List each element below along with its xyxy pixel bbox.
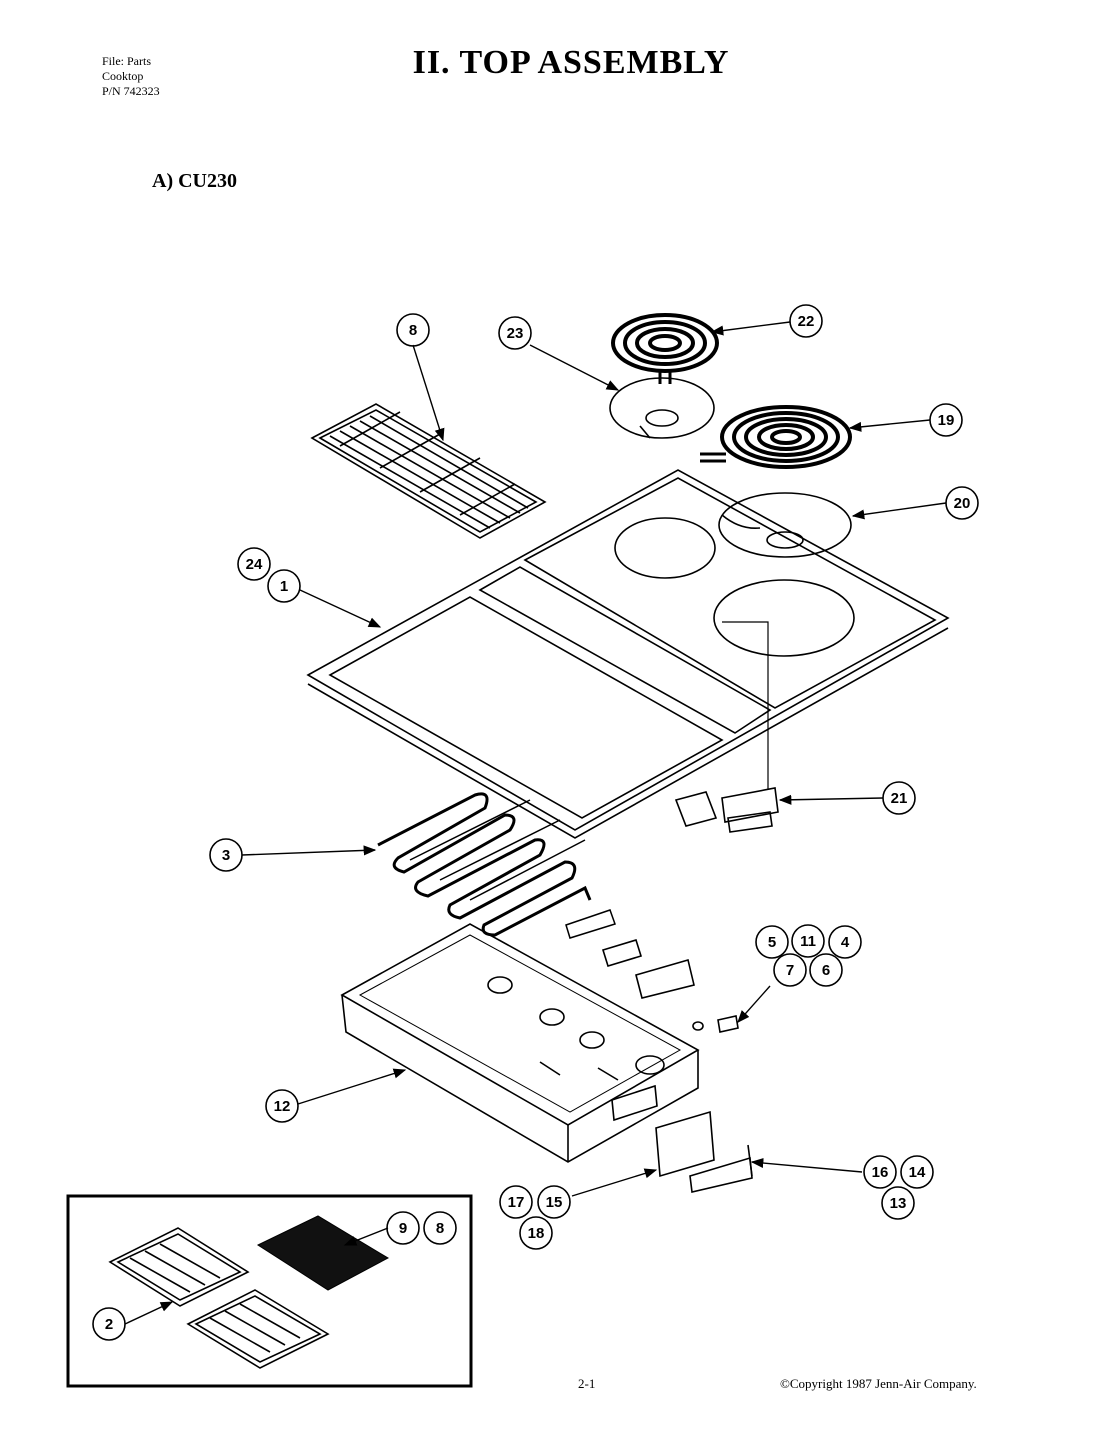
- fuse-block-part: [655, 1110, 753, 1193]
- part-number: P/N 742323: [102, 84, 160, 98]
- callout-19-label: 19: [938, 412, 955, 429]
- callout-18-label: 18: [528, 1225, 545, 1242]
- callout-20: 20: [945, 486, 979, 520]
- callout-3-label: 3: [222, 847, 230, 864]
- callout-2: 2: [92, 1307, 126, 1341]
- callout-11: 11: [791, 924, 825, 958]
- callout-15: 15: [537, 1185, 571, 1219]
- callout-7-label: 7: [786, 962, 794, 979]
- callout-9-label: 9: [399, 1220, 407, 1237]
- callout-17-label: 17: [508, 1194, 525, 1211]
- callout-14: 14: [900, 1155, 934, 1189]
- cooktop-top-frame-part: [306, 469, 950, 839]
- callout-24: 24: [237, 547, 271, 581]
- file-info: File: Parts Cooktop P/N 742323: [102, 54, 160, 99]
- callout-2-label: 2: [105, 1316, 113, 1333]
- callout-20-label: 20: [954, 495, 971, 512]
- terminal-block-part: [674, 787, 779, 833]
- grill-grate-part: [310, 403, 547, 539]
- callout-18: 18: [519, 1216, 553, 1250]
- callout-21-label: 21: [891, 790, 908, 807]
- callout-19: 19: [929, 403, 963, 437]
- callout-8-inset: 8: [423, 1211, 457, 1245]
- copyright-notice: ©Copyright 1987 Jenn-Air Company.: [780, 1376, 977, 1391]
- callout-7: 7: [773, 953, 807, 987]
- callout-12: 12: [265, 1089, 299, 1123]
- callout-12-label: 12: [274, 1098, 291, 1115]
- callout-1-label: 1: [280, 578, 288, 595]
- callout-23-label: 23: [507, 325, 524, 342]
- grill-box-part: [340, 923, 700, 1163]
- page-number: 2-1: [578, 1376, 596, 1391]
- grill-heating-element-part: [377, 792, 616, 939]
- callout-14-label: 14: [909, 1164, 926, 1181]
- small-burner-coil-part: [611, 313, 719, 384]
- large-drip-bowl-part: [718, 492, 852, 558]
- callout-15-label: 15: [546, 1194, 563, 1211]
- callout-4-label: 4: [841, 934, 850, 951]
- callout-1: 1: [267, 569, 301, 603]
- callout-5-label: 5: [768, 934, 776, 951]
- page-title: II. TOP ASSEMBLY: [412, 44, 730, 81]
- callout-23: 23: [498, 316, 532, 350]
- callout-5: 5: [755, 925, 789, 959]
- product-label: Cooktop: [102, 69, 144, 83]
- inset-grill-grates: [66, 1194, 473, 1388]
- callout-4: 4: [828, 925, 862, 959]
- callout-17: 17: [499, 1185, 533, 1219]
- callout-13-label: 13: [890, 1195, 907, 1212]
- callout-16: 16: [863, 1155, 897, 1189]
- callout-8-top-label: 8: [409, 322, 417, 339]
- callout-21: 21: [882, 781, 916, 815]
- callout-3: 3: [209, 838, 243, 872]
- callout-6-label: 6: [822, 962, 830, 979]
- callout-24-label: 24: [246, 556, 263, 573]
- section-title: A) CU230: [152, 170, 237, 192]
- callout-11-label: 11: [800, 933, 816, 950]
- callout-13: 13: [881, 1186, 915, 1220]
- leader-lines: [124, 321, 947, 1325]
- large-burner-coil-part: [700, 405, 852, 469]
- small-drip-bowl-part: [609, 377, 715, 439]
- receptacle-part: [601, 939, 739, 1033]
- callout-22-label: 22: [798, 313, 815, 330]
- callout-22: 22: [789, 304, 823, 338]
- callout-8-inset-label: 8: [436, 1220, 444, 1237]
- callout-9: 9: [386, 1211, 420, 1245]
- callout-8-top: 8: [396, 313, 430, 347]
- callout-16-label: 16: [872, 1164, 889, 1181]
- file-label: File: Parts: [102, 54, 152, 68]
- callout-6: 6: [809, 953, 843, 987]
